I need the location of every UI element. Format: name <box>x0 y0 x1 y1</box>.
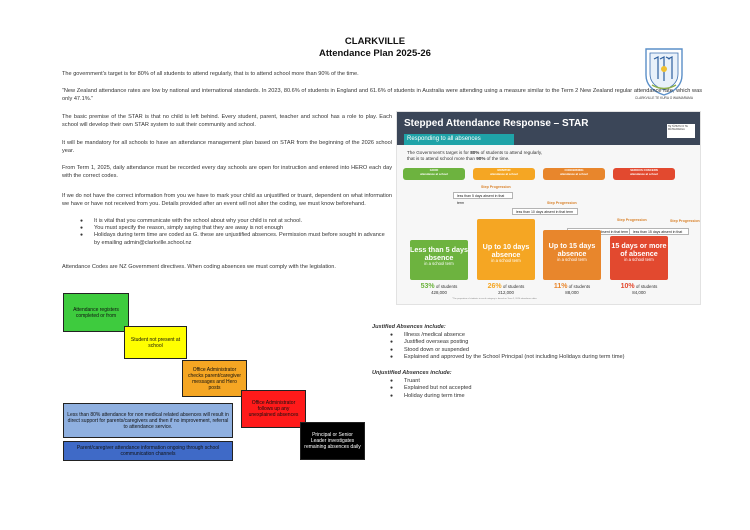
list-item: Holiday during term time <box>390 393 732 401</box>
list-item: You must specify the reason, simply sayi… <box>80 225 390 232</box>
flow-step-follow-up: Office Administrator follows up any unex… <box>241 390 306 428</box>
list-item: Stood down or suspended <box>390 347 732 355</box>
step-progression-label: Step Progression <box>617 218 647 222</box>
mandatory-paragraph: It will be mandatory for all schools to … <box>62 140 392 154</box>
flow-step-registers: Attendance registers completed or from <box>63 293 129 332</box>
list-item: Explained but not accepted <box>390 385 732 393</box>
star-target-text: The Government's target is for 80% of st… <box>407 150 543 161</box>
list-item: Truant <box>390 378 732 386</box>
star-premise-paragraph: The basic premise of the STAR is that no… <box>62 114 392 128</box>
list-item: Illness /medical absence <box>390 332 732 340</box>
list-item: It is vital that you communicate with th… <box>80 218 390 225</box>
list-item: Justified overseas posting <box>390 339 732 347</box>
ministry-logo: TE TĀHUHU O TE MĀTAURANGA <box>667 124 695 138</box>
flow-step-not-present: Student not present at school <box>124 326 187 359</box>
progression-box: less than 10 days absent in that term <box>512 208 578 215</box>
flow-support-referral: Less than 80% attendance for non medical… <box>63 403 233 438</box>
step-progression-label: Step Progression <box>670 219 700 223</box>
progression-box: less than 15 days absent in that term <box>629 228 689 241</box>
flow-step-principal: Principal or Senior Leader investigates … <box>300 422 365 460</box>
bullet-list: It is vital that you communicate with th… <box>80 218 390 247</box>
star-footnote: *The proportion of students in each cate… <box>452 298 538 300</box>
flow-communication: Parent/caregiver attendance information … <box>63 441 233 461</box>
star-title: Stepped Attendance Response – STAR <box>404 118 589 129</box>
unjustified-heading: Unjustified Absences include: <box>372 369 452 376</box>
quote-paragraph: “New Zealand attendance rates are low by… <box>62 88 702 102</box>
school-name: CLARKVILLE <box>344 36 406 47</box>
coding-paragraph: If we do not have the correct informatio… <box>62 193 392 207</box>
page-title: Attendance Plan 2025-26 <box>319 48 431 59</box>
star-infographic: Stepped Attendance Response – STAR Respo… <box>396 111 701 305</box>
progression-box: less than 5 days absent in that term <box>453 192 513 205</box>
recording-paragraph: From Term 1, 2025, daily attendance must… <box>62 165 392 179</box>
justified-heading: Justified Absences include: <box>372 324 446 330</box>
school-crest-icon <box>640 45 688 97</box>
unjustified-list: Truant Explained but not accepted Holida… <box>372 378 732 401</box>
step-progression-label: Step Progression <box>481 185 511 189</box>
flow-step-office-checks: Office Administrator checks parent/careg… <box>182 360 247 397</box>
star-subtitle: Responding to all absences <box>404 134 514 145</box>
target-paragraph: The government's target is for 80% of al… <box>62 71 359 77</box>
absence-types: Justified Absences include: Illness /med… <box>372 324 732 400</box>
justified-list: Illness /medical absence Justified overs… <box>372 332 732 362</box>
list-item: Explained and approved by the School Pri… <box>390 354 732 362</box>
codes-paragraph: Attendance Codes are NZ Government direc… <box>62 264 336 270</box>
step-progression-label: Step Progression <box>547 201 577 205</box>
list-item: Holidays during term time are coded as G… <box>80 232 390 246</box>
logo-caption: CLARKVILLE TE KURA O WAIMARAMA <box>635 96 693 100</box>
